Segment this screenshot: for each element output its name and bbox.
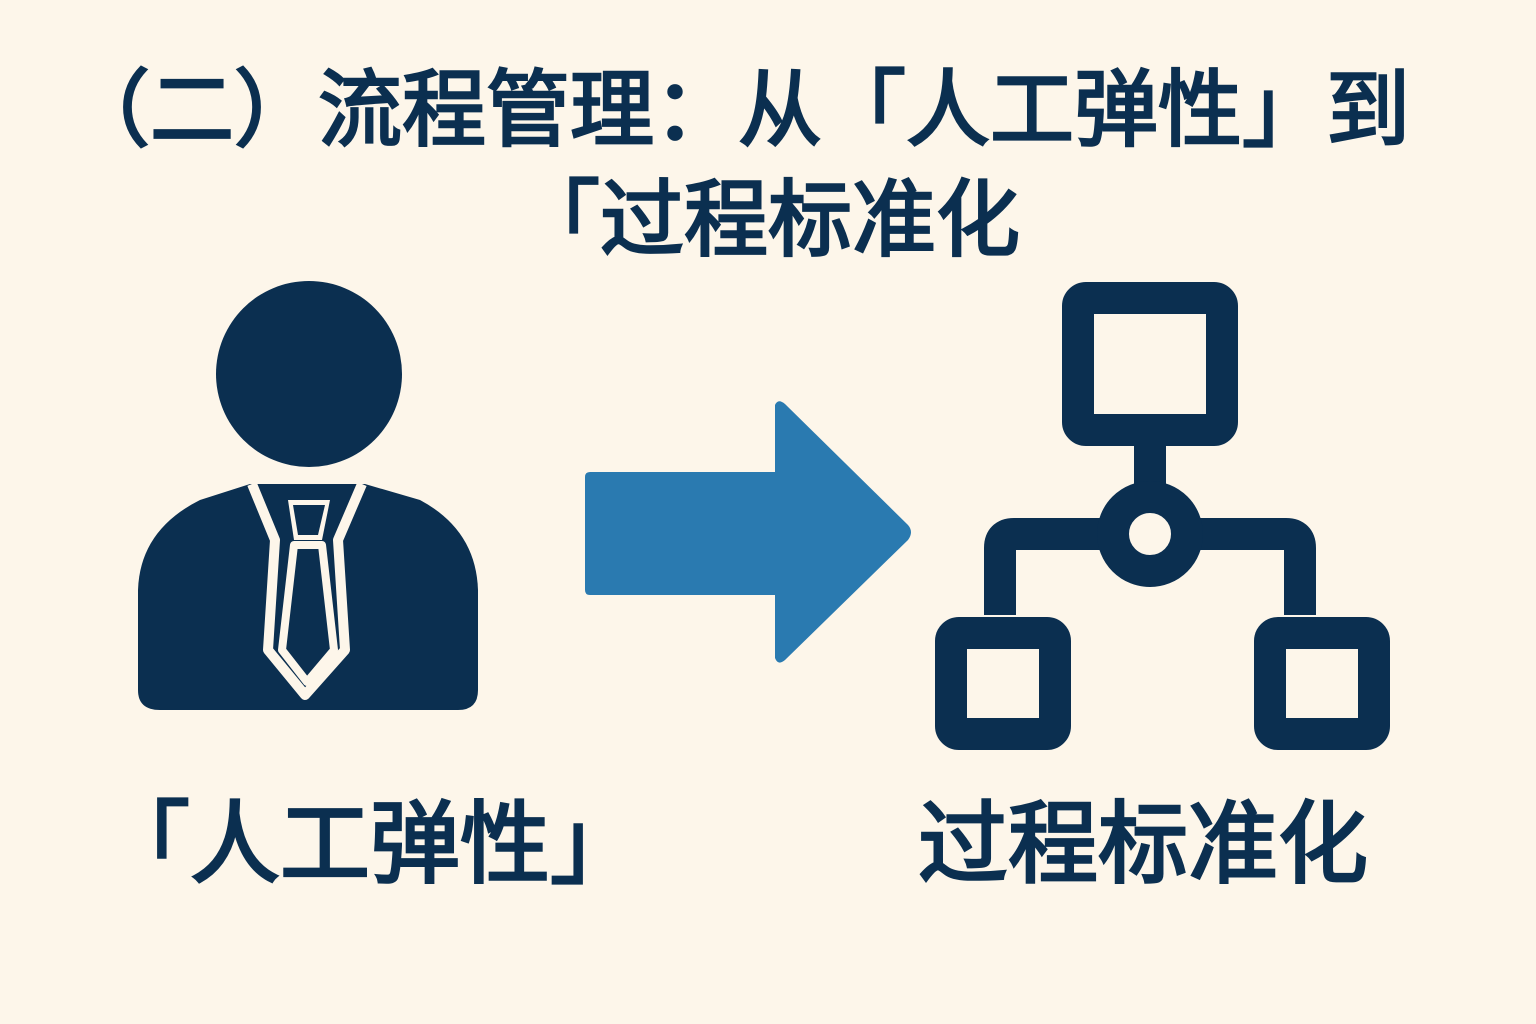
person-icon — [138, 281, 478, 710]
title-line-2: 「过程标准化 — [515, 171, 1020, 269]
manual-flexibility-label: 「人工弹性」 — [100, 792, 640, 897]
process-standardization-label: 过程标准化 — [918, 792, 1368, 897]
title-line-1: （二）流程管理：从「人工弹性」到 — [65, 61, 1410, 159]
arrow-right-icon — [585, 401, 911, 663]
flowchart-icon — [935, 282, 1390, 750]
